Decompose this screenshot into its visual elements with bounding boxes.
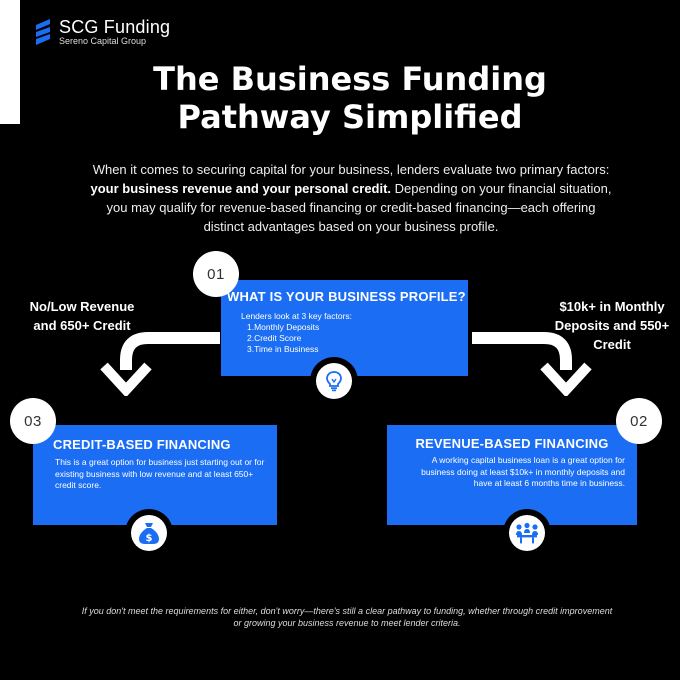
credit-description: This is a great option for business just… (55, 457, 265, 490)
credit-title: CREDIT-BASED FINANCING (53, 437, 231, 452)
step-number-01: 01 (193, 251, 239, 297)
revenue-title: REVENUE-BASED FINANCING (415, 436, 609, 451)
profile-lead: Lenders look at 3 key factors: (241, 311, 353, 321)
intro-paragraph: When it comes to securing capital for yo… (88, 160, 614, 236)
scg-logo-icon (36, 19, 50, 45)
profile-factors-list: 1.Monthly Deposits 2.Credit Score 3.Time… (247, 322, 319, 355)
footer-note: If you don't meet the requirements for e… (81, 606, 613, 628)
revenue-based-card: REVENUE-BASED FINANCING A working capita… (387, 425, 637, 525)
lightbulb-icon (326, 371, 342, 392)
step-number-02: 02 (616, 398, 662, 444)
title-line-1: The Business Funding (153, 60, 547, 98)
profile-title: WHAT IS YOUR BUSINESS PROFILE? (227, 289, 466, 304)
business-profile-card: WHAT IS YOUR BUSINESS PROFILE? Lenders l… (221, 280, 468, 376)
curved-arrow-right-icon (472, 332, 592, 396)
credit-based-card: CREDIT-BASED FINANCING This is a great o… (33, 425, 277, 525)
factor-item: 2.Credit Score (247, 333, 302, 343)
left-path-label: No/Low Revenue and 650+ Credit (29, 299, 135, 333)
brand-name: SCG Funding (59, 17, 171, 37)
revenue-description: A working capital business loan is a gre… (421, 455, 625, 488)
money-bag-badge: $ (125, 509, 173, 557)
right-path-label: $10k+ in Monthly Deposits and 550+ Credi… (554, 299, 670, 352)
lightbulb-badge (310, 357, 358, 405)
factor-item: 1.Monthly Deposits (247, 322, 320, 332)
title-line-2: Pathway Simplified (177, 98, 523, 136)
brand-subtitle: Sereno Capital Group (59, 36, 147, 46)
money-bag-icon: $ (139, 523, 159, 544)
page-title: The Business Funding Pathway Simplified (0, 60, 680, 136)
meeting-badge (503, 509, 551, 557)
intro-bold: your business revenue and your personal … (90, 181, 392, 196)
meeting-table-icon (516, 522, 538, 544)
brand-logo: SCG Funding Sereno Capital Group (36, 18, 170, 46)
step-number-03: 03 (10, 398, 56, 444)
curved-arrow-left-icon (100, 332, 220, 396)
svg-text:$: $ (146, 533, 153, 544)
factor-item: 3.Time in Business (247, 344, 319, 354)
left-accent-bar (0, 0, 20, 124)
intro-part-2: Depending on your financial situation, y… (106, 181, 612, 234)
intro-part-1: When it comes to securing capital for yo… (92, 162, 610, 177)
